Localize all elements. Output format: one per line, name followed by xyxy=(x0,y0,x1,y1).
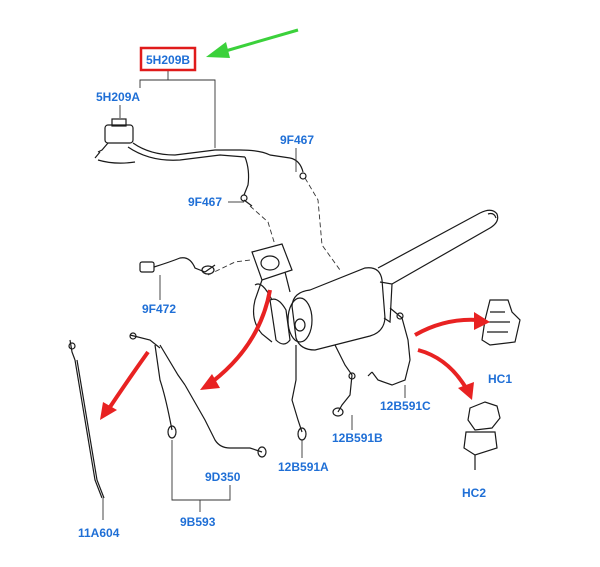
sensor-12b591b xyxy=(332,344,356,417)
red-curved-arrow-icon xyxy=(414,317,479,337)
leader-lines xyxy=(102,70,406,520)
label-5h209a[interactable]: 5H209A xyxy=(96,90,140,104)
label-9b593[interactable]: 9B593 xyxy=(180,515,216,529)
label-5h209b[interactable]: 5H209B xyxy=(146,53,190,67)
label-hc2[interactable]: HC2 xyxy=(462,486,486,500)
red-arrowhead-icon xyxy=(458,382,474,400)
sensor-11a604 xyxy=(68,339,105,499)
label-9f472[interactable]: 9F472 xyxy=(142,302,176,316)
highlight-box xyxy=(139,46,197,72)
clip-hc2 xyxy=(463,401,501,470)
label-11a604[interactable]: 11A604 xyxy=(78,526,120,540)
red-arrowhead-icon xyxy=(200,374,220,390)
sensor-12b591a xyxy=(291,345,307,441)
sensor-9f472 xyxy=(139,257,216,275)
part-labels: 5H209B 5H209A 9F467 9F467 9F472 11A604 9… xyxy=(78,53,512,540)
red-arrowhead-icon xyxy=(100,402,117,420)
label-9d350[interactable]: 9D350 xyxy=(205,470,241,484)
label-12b591a[interactable]: 12B591A xyxy=(278,460,329,474)
sensor-9d350 xyxy=(159,344,267,458)
harness-5h209 xyxy=(94,118,307,207)
red-arrowhead-icon xyxy=(474,312,490,330)
turbo-flange xyxy=(251,243,293,343)
label-12b591c[interactable]: 12B591C xyxy=(380,399,431,413)
clip-hc1 xyxy=(481,299,521,346)
red-curved-arrow-icon xyxy=(106,350,150,412)
red-curved-arrow-icon xyxy=(417,348,468,390)
label-12b591b[interactable]: 12B591B xyxy=(332,431,383,445)
label-9f467-lower[interactable]: 9F467 xyxy=(188,195,222,209)
label-9f467-upper[interactable]: 9F467 xyxy=(280,133,314,147)
exhaust-assembly xyxy=(254,209,499,351)
sensor-9b593 xyxy=(129,332,177,439)
sensor-12b591c xyxy=(367,307,411,386)
callout-arrows xyxy=(100,289,490,420)
red-curved-arrow-icon xyxy=(210,289,272,384)
green-arrow-icon xyxy=(206,28,299,58)
label-hc1[interactable]: HC1 xyxy=(488,372,512,386)
